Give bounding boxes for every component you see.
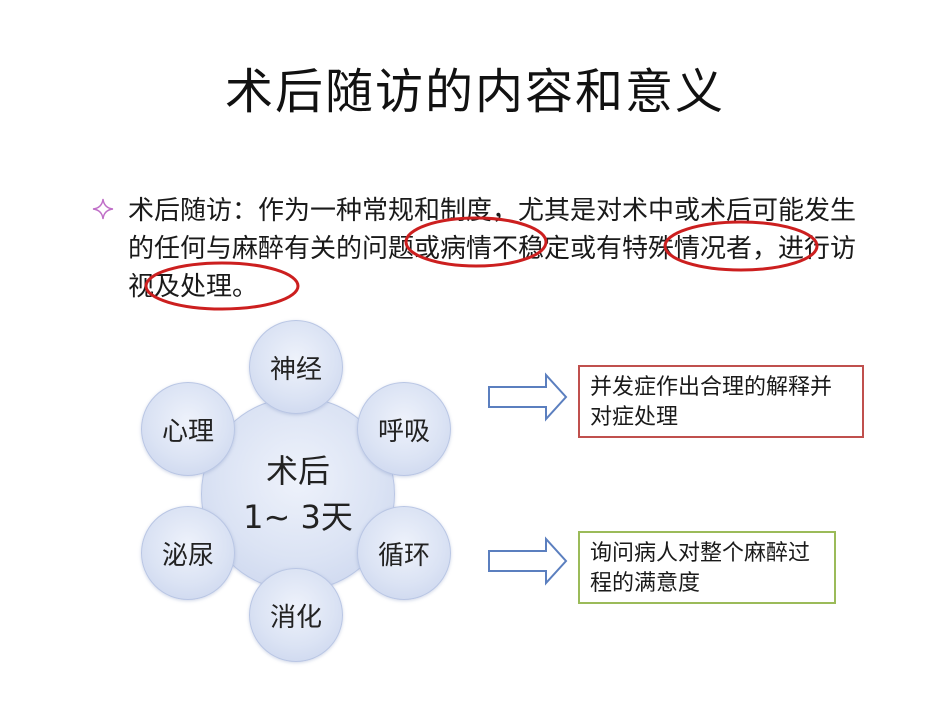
four-point-star-icon [92, 198, 114, 220]
outcome-box-satisfaction: 询问病人对整个麻醉过程的满意度 [578, 531, 836, 604]
arrow-right-icon [488, 372, 568, 422]
node-label: 消化 [269, 602, 322, 633]
outcome-box-complications: 并发症作出合理的解释并对症处理 [578, 365, 864, 438]
node-label: 神经 [269, 354, 322, 385]
node-top: 神经 [249, 320, 343, 414]
node-label: 心理 [161, 416, 214, 447]
node-upper-left: 心理 [141, 382, 235, 476]
node-label: 泌尿 [161, 540, 214, 571]
center-label: 术后 [265, 452, 330, 490]
node-lower-left: 泌尿 [141, 506, 235, 600]
arrow-right-icon [488, 536, 568, 586]
node-bottom: 消化 [249, 568, 343, 662]
node-label: 呼吸 [377, 416, 430, 447]
slide-title: 术后随访的内容和意义 [224, 64, 725, 120]
node-lower-right: 循环 [357, 506, 451, 600]
highlight-ellipse-teshu [144, 261, 300, 311]
node-upper-right: 呼吸 [357, 382, 451, 476]
center-duration: 1~ 3天 [243, 498, 353, 536]
highlight-ellipse-bingqing [663, 220, 819, 272]
highlight-ellipse-mazui [404, 216, 548, 268]
node-label: 循环 [377, 540, 430, 571]
